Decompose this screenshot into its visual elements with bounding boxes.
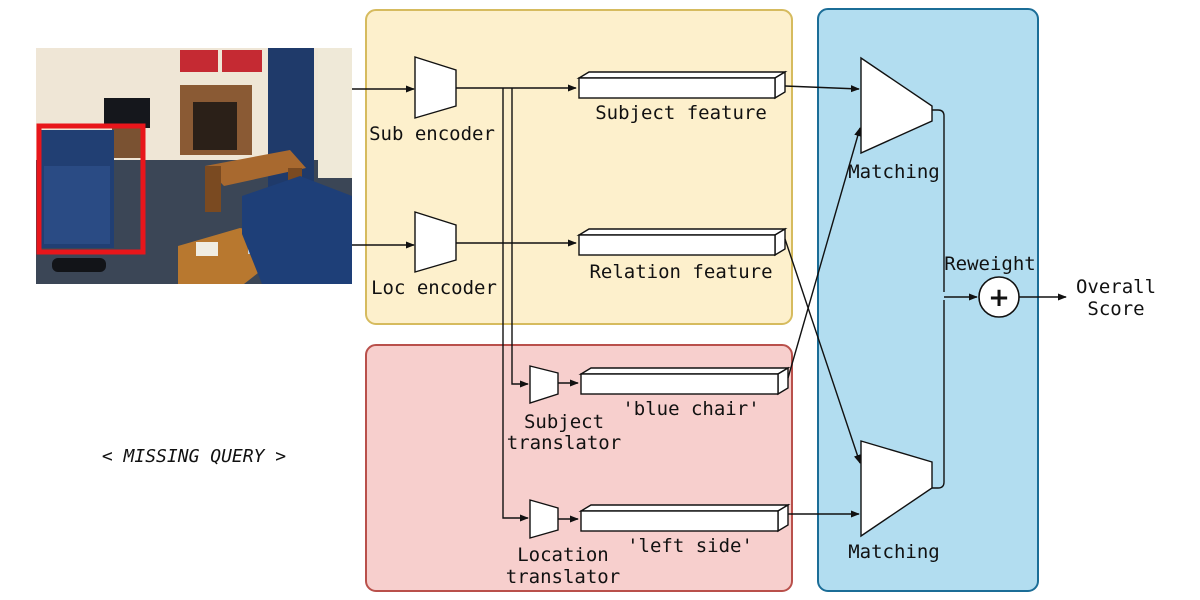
matching-bottom-label: Matching — [848, 541, 940, 563]
subject-translator-label-1: Subject — [524, 411, 604, 433]
subject-translator-label-2: translator — [507, 432, 621, 454]
subject-translator-shape — [529, 365, 559, 404]
loc-encoder-shape — [414, 211, 457, 273]
plus-symbol: + — [988, 283, 1010, 313]
left-side-label: 'left side' — [627, 535, 753, 557]
sub-encoder-shape — [414, 56, 457, 119]
relation-feature-label: Relation feature — [589, 261, 772, 283]
subject-feature-bar — [576, 70, 788, 100]
matching-top-output-line — [932, 109, 945, 292]
branch-to-subject-translator — [511, 88, 529, 388]
blue-chair-phrase-bar — [578, 366, 791, 396]
blue-chair-label: 'blue chair' — [622, 398, 759, 420]
matching-top-shape — [860, 56, 933, 155]
input-image — [36, 48, 352, 284]
overall-score-label-2: Score — [1087, 298, 1144, 320]
reweight-label: Reweight — [944, 253, 1036, 275]
loc-encoder-label: Loc encoder — [371, 277, 497, 299]
sub-encoder-label: Sub encoder — [369, 123, 495, 145]
missing-query-text: < MISSING QUERY > — [102, 446, 286, 467]
location-translator-shape — [529, 499, 559, 539]
matching-bottom-output-line — [932, 300, 945, 489]
location-translator-label-2: translator — [506, 566, 620, 588]
branch-to-location-translator — [502, 88, 529, 522]
relation-feature-to-matching-arrow — [784, 238, 861, 464]
location-translator-label-1: Location — [517, 544, 609, 566]
matching-top-label: Matching — [848, 161, 940, 183]
relation-feature-bar — [576, 227, 788, 257]
target-bounding-box — [36, 123, 146, 255]
left-side-phrase-bar — [578, 503, 791, 533]
blue-chair-to-matching-arrow — [787, 127, 862, 379]
overall-score-label-1: Overall — [1076, 276, 1156, 298]
subject-feature-label: Subject feature — [595, 102, 767, 124]
subject-feature-to-matching-arrow — [784, 85, 860, 93]
